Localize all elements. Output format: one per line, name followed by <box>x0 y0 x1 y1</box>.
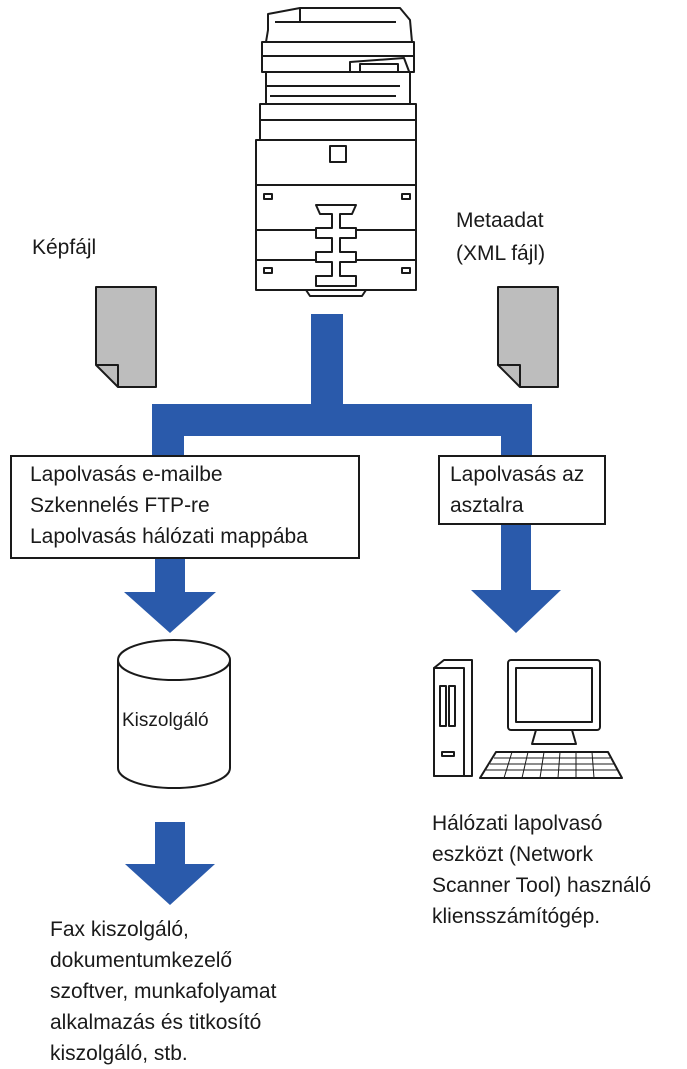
endpoints-caption-line: alkalmazás és titkosító <box>50 1011 262 1034</box>
scan-to-ftp-label: Szkennelés FTP-re <box>30 494 210 517</box>
client-caption-line: Hálózati lapolvasó <box>432 812 603 835</box>
document-icon <box>95 286 157 388</box>
desktop-computer-icon <box>433 659 623 779</box>
client-caption-line: eszközt (Network <box>432 843 594 866</box>
metadata-label-line2: (XML fájl) <box>456 242 546 265</box>
client-caption-line: kliensszámítógép. <box>432 905 601 928</box>
image-file-label: Képfájl <box>32 236 97 259</box>
document-icon <box>497 286 559 388</box>
left-branch <box>152 404 184 460</box>
arrow-to-endpoints <box>125 864 215 905</box>
flow-lines <box>124 314 561 905</box>
endpoints-caption-line: szoftver, munkafolyamat <box>50 980 277 1003</box>
right-branch <box>501 404 532 460</box>
client-caption: Hálózati lapolvasó eszközt (Network Scan… <box>432 808 651 932</box>
mfp-printer-icon <box>255 7 417 297</box>
horizontal-bus <box>152 404 532 436</box>
metadata-label-line1: Metaadat <box>456 209 544 232</box>
endpoints-caption-line: kiszolgáló, stb. <box>50 1042 188 1065</box>
scan-to-network-folder-label: Lapolvasás hálózati mappába <box>30 525 308 548</box>
scan-destinations-box: Lapolvasás e-mailbe Szkennelés FTP-re La… <box>10 455 360 559</box>
trunk-connector <box>311 314 343 406</box>
scan-to-desktop-line2: asztalra <box>450 494 524 517</box>
scan-to-desktop-line1: Lapolvasás az <box>450 463 585 486</box>
arrow-to-server <box>124 592 216 633</box>
endpoints-caption-line: Fax kiszolgáló, <box>50 918 189 941</box>
endpoints-caption-line: dokumentumkezelő <box>50 949 233 972</box>
server-cylinder-icon <box>117 639 231 789</box>
scan-to-email-label: Lapolvasás e-mailbe <box>30 463 223 486</box>
client-caption-line: Scanner Tool) használó <box>432 874 652 897</box>
server-label: Kiszolgáló <box>122 710 209 731</box>
scan-to-desktop-box: Lapolvasás az asztalra <box>438 455 606 525</box>
arrow-to-client <box>471 590 561 633</box>
endpoints-caption: Fax kiszolgáló, dokumentumkezelő szoftve… <box>50 914 276 1069</box>
